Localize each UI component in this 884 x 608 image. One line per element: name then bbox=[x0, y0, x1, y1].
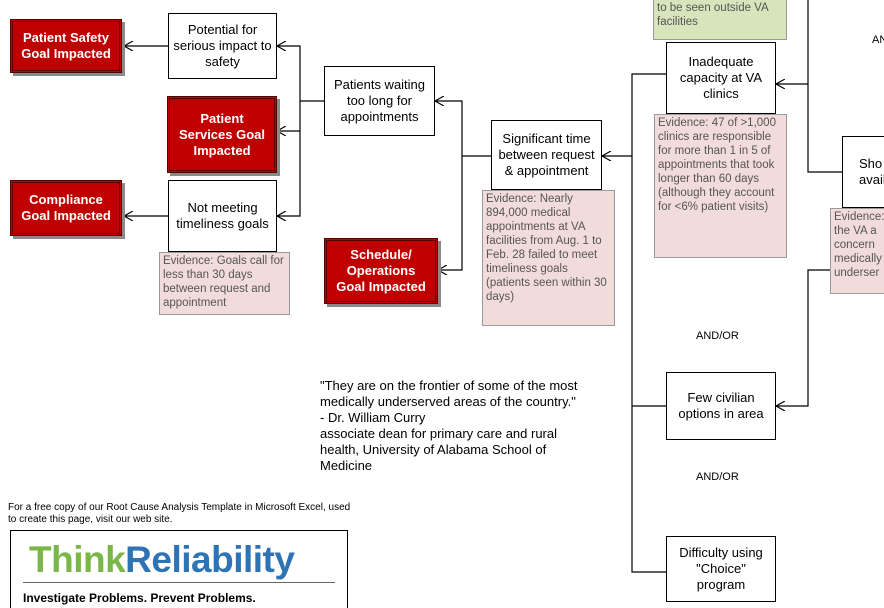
logo-divider bbox=[23, 582, 335, 583]
quote-text: "They are on the frontier of some of the… bbox=[320, 378, 578, 409]
evidence-right-partial: Evidence: the VA a concern medically und… bbox=[830, 208, 884, 294]
and-or-label-2: AND/OR bbox=[696, 471, 739, 483]
evidence-right-partial-text: Evidence: the VA a concern medically und… bbox=[834, 211, 884, 279]
page-title-partial bbox=[0, 0, 150, 6]
thinkreliability-logo[interactable]: ThinkReliability bbox=[29, 539, 295, 581]
node-few-civilian-label: Few civilian options in area bbox=[678, 390, 764, 421]
goal-patient-safety-label: Patient Safety Goal Impacted bbox=[21, 30, 111, 61]
node-difficulty-choice: Difficulty using "Choice" program bbox=[666, 536, 776, 602]
node-serious-impact: Potential for serious impact to safety bbox=[168, 13, 277, 79]
quote-author: - Dr. William Curry bbox=[320, 410, 426, 425]
node-shortage-partial-label: Sho availa bbox=[859, 156, 884, 187]
node-not-meeting-label: Not meeting timeliness goals bbox=[176, 200, 269, 231]
goal-patient-services: Patient Services Goal Impacted bbox=[167, 96, 277, 173]
arrow-waiting-to-notmeeting bbox=[277, 131, 301, 216]
footer-note: For a free copy of our Root Cause Analys… bbox=[8, 502, 351, 525]
logo-think: Think bbox=[29, 539, 126, 580]
evidence-green-partial: to be seen outside VA facilities bbox=[653, 0, 787, 40]
arrow-significant-to-waiting bbox=[435, 101, 491, 157]
node-serious-impact-label: Potential for serious impact to safety bbox=[173, 22, 272, 69]
logo-reliability: Reliability bbox=[125, 539, 295, 580]
node-few-civilian: Few civilian options in area bbox=[666, 372, 776, 440]
node-significant-time-label: Significant time between request & appoi… bbox=[498, 131, 595, 178]
node-inadequate-capacity: Inadequate capacity at VA clinics bbox=[666, 42, 776, 114]
node-significant-time: Significant time between request & appoi… bbox=[491, 120, 602, 190]
goal-schedule-label: Schedule/ Operations Goal Impacted bbox=[336, 247, 426, 294]
evidence-green-partial-text: to be seen outside VA facilities bbox=[657, 2, 769, 28]
arrow-waiting-to-services bbox=[277, 101, 301, 131]
evidence-goals-call: Evidence: Goals call for less than 30 da… bbox=[159, 252, 290, 315]
evidence-goals-call-text: Evidence: Goals call for less than 30 da… bbox=[163, 255, 284, 309]
and-label-partial: AN bbox=[872, 34, 884, 46]
quote-affiliation: associate dean for primary care and rura… bbox=[320, 426, 558, 473]
node-shortage-partial: Sho availa bbox=[842, 136, 884, 208]
node-inadequate-capacity-label: Inadequate capacity at VA clinics bbox=[679, 54, 763, 101]
goal-patient-safety: Patient Safety Goal Impacted bbox=[10, 19, 122, 73]
goal-compliance-label: Compliance Goal Impacted bbox=[21, 192, 111, 223]
arrow-waiting-to-serious bbox=[277, 46, 324, 102]
evidence-nearly-894000-text: Evidence: Nearly 894,000 medical appoint… bbox=[486, 193, 607, 303]
node-not-meeting: Not meeting timeliness goals bbox=[168, 180, 277, 252]
goal-compliance: Compliance Goal Impacted bbox=[10, 180, 122, 236]
evidence-nearly-894000: Evidence: Nearly 894,000 medical appoint… bbox=[482, 190, 615, 326]
cause-bus bbox=[631, 73, 666, 573]
goal-schedule: Schedule/ Operations Goal Impacted bbox=[324, 238, 438, 304]
evidence-clinics-47: Evidence: 47 of >1,000 clinics are respo… bbox=[654, 114, 787, 258]
and-or-label-1: AND/OR bbox=[696, 330, 739, 342]
goal-patient-services-label: Patient Services Goal Impacted bbox=[179, 110, 265, 158]
node-patients-waiting: Patients waiting too long for appointmen… bbox=[324, 66, 435, 136]
arrow-significant-to-schedule bbox=[438, 156, 463, 270]
logo-tagline: Investigate Problems. Prevent Problems. bbox=[23, 591, 256, 605]
evidence-clinics-47-text: Evidence: 47 of >1,000 clinics are respo… bbox=[658, 117, 776, 213]
quote-block: "They are on the frontier of some of the… bbox=[320, 378, 595, 474]
thinkreliability-logo-block[interactable]: ThinkReliability Investigate Problems. P… bbox=[10, 530, 348, 608]
arrow-shortage-to-capacity bbox=[807, 84, 842, 173]
node-difficulty-choice-label: Difficulty using "Choice" program bbox=[679, 545, 763, 592]
node-patients-waiting-label: Patients waiting too long for appointmen… bbox=[333, 77, 426, 124]
